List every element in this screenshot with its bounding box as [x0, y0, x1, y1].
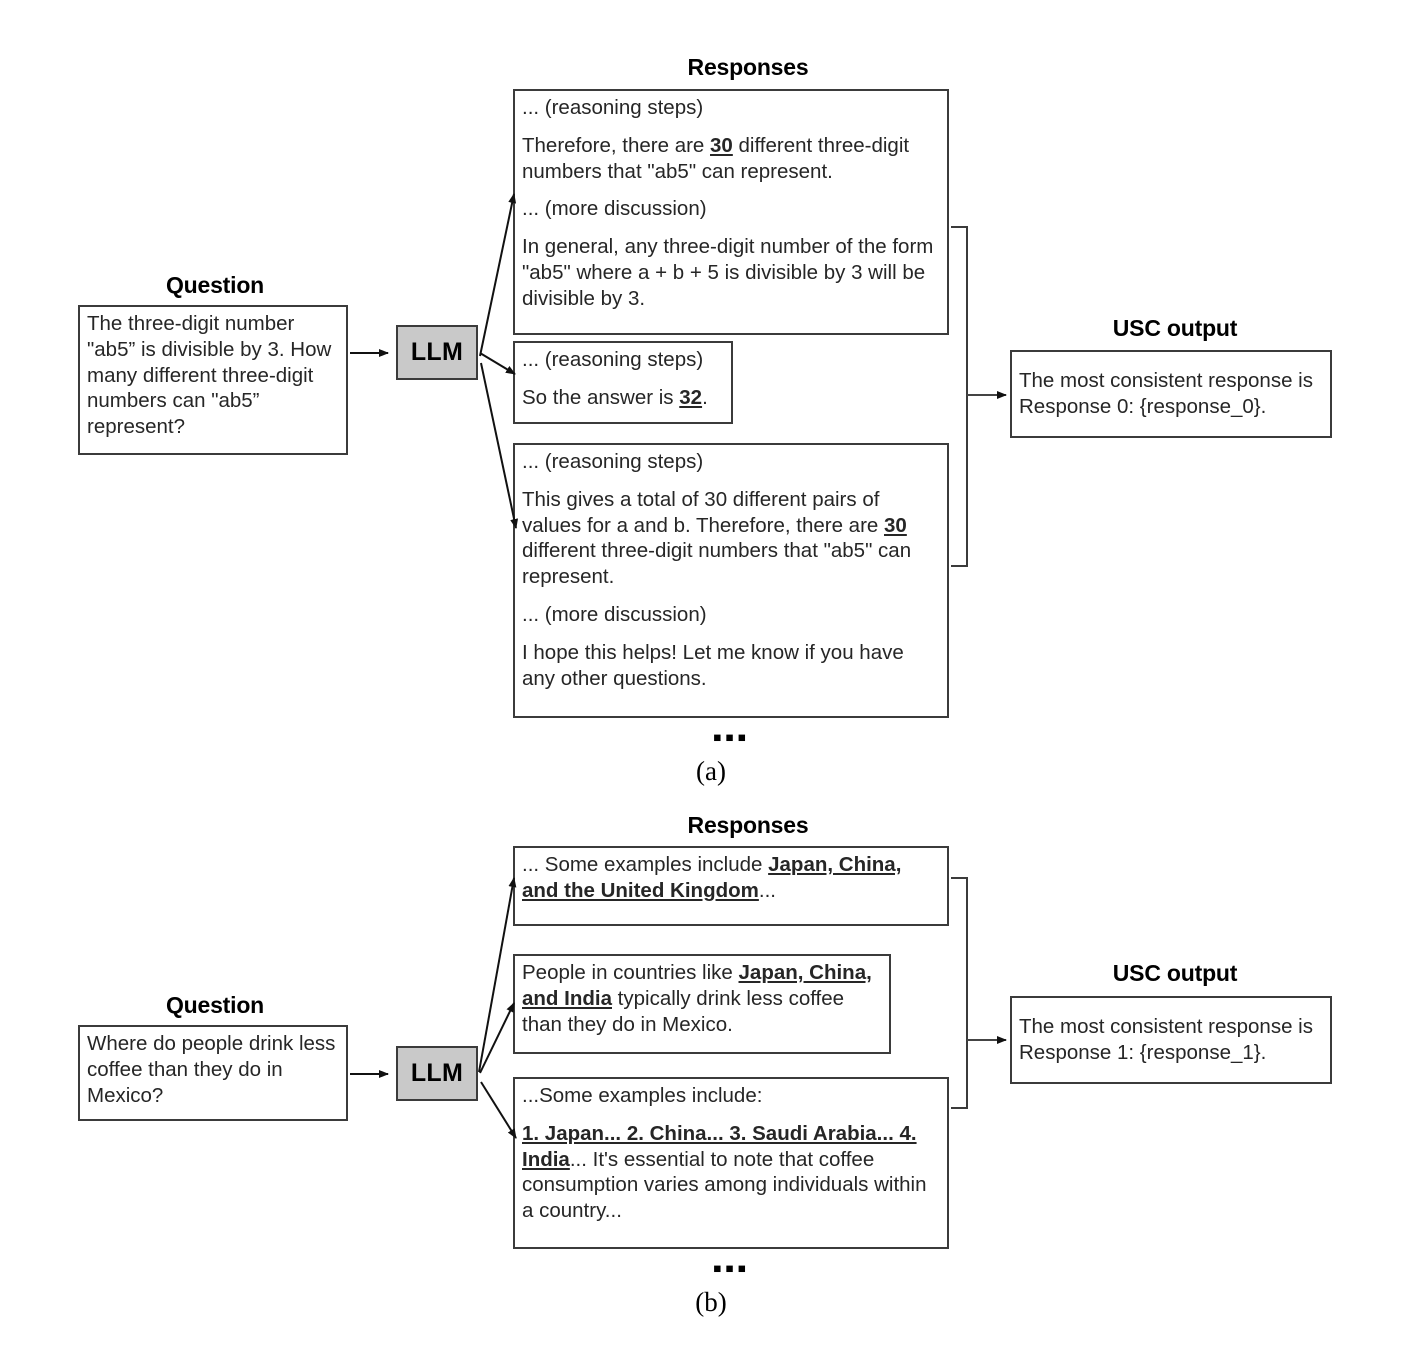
response-text: I hope this helps! Let me know if you ha… — [522, 640, 904, 690]
response-text: ... Some examples include — [522, 853, 769, 876]
llm-label-b: LLM — [410, 1059, 464, 1087]
bracket-responses-a — [951, 226, 968, 567]
llm-box-b: LLM — [396, 1046, 478, 1101]
response-paragraph: ... (more discussion) — [522, 602, 941, 628]
response-text: ... (more discussion) — [522, 603, 707, 627]
response-text: ...Some examples include: — [522, 1084, 763, 1107]
response-box-2-a: ... (reasoning steps) This gives a total … — [513, 443, 949, 718]
response-text: In general, any three-digit number of th… — [522, 235, 934, 310]
response-paragraph: I hope this helps! Let me know if you ha… — [522, 640, 941, 692]
usc-output-text-b: The most consistent response is Response… — [1019, 1015, 1313, 1064]
llm-label-a: LLM — [410, 338, 464, 366]
response-text: This gives a total of 30 different pairs… — [522, 487, 885, 537]
response-paragraph: ... (reasoning steps) — [522, 449, 941, 475]
question-text-a: The three-digit number "ab5” is divisibl… — [87, 312, 332, 439]
arrow-llm-to-response-2-b — [480, 1081, 517, 1139]
response-text: People in countries like — [522, 961, 739, 984]
usc-heading-a: USC output — [1112, 315, 1238, 341]
highlighted-answer: Japan, China, and India — [522, 961, 872, 1010]
response-text: ... (reasoning steps) — [522, 96, 704, 119]
response-text: different three-digit numbers that "ab5"… — [522, 539, 912, 589]
responses-heading-a: Responses — [687, 54, 809, 80]
response-text: ... (reasoning steps) — [522, 348, 704, 371]
response-paragraph: People in countries like Japan, China, a… — [522, 960, 883, 1037]
usc-output-text-a: The most consistent response is Response… — [1019, 369, 1313, 418]
response-text: different three-digit numbers that "ab5"… — [522, 133, 910, 183]
response-text: ... (reasoning steps) — [522, 450, 704, 473]
response-text: ... — [758, 878, 776, 902]
response-box-0-b: ... Some examples include Japan, China, … — [513, 846, 949, 926]
response-text: ... It's essential to note that coffee c… — [522, 1147, 927, 1223]
response-paragraph: ... (more discussion) — [522, 196, 941, 222]
panel-b: Responses ... Some examples include Japa… — [0, 800, 1422, 1354]
response-text: typically drink less coffee than they do… — [522, 986, 845, 1036]
response-paragraph: ...Some examples include: — [522, 1083, 941, 1109]
response-box-2-b: ...Some examples include: 1. Japan... 2. … — [513, 1077, 949, 1249]
panel-a: Responses ... (reasoning steps) Therefore… — [78, 54, 1332, 786]
response-paragraph: ... (reasoning steps) — [522, 95, 941, 121]
response-paragraph: 1. Japan... 2. China... 3. Saudi Arabia.… — [522, 1121, 941, 1224]
response-text: So the answer is — [522, 385, 680, 409]
arrow-llm-to-response-1-b — [479, 1002, 515, 1074]
response-paragraph: Therefore, there are 30 different three-… — [522, 133, 941, 185]
highlighted-answer: 32 — [679, 385, 703, 409]
bracket-responses-b — [951, 877, 968, 1109]
response-paragraph: In general, any three-digit number of th… — [522, 234, 941, 311]
highlighted-answer: 30 — [710, 133, 733, 157]
response-box-0-a: ... (reasoning steps) Therefore, there ar… — [513, 89, 949, 335]
response-box-1-a: ... (reasoning steps) So the answer is 32… — [513, 341, 733, 424]
highlighted-answer: Japan, China, and the United Kingdom — [522, 853, 902, 902]
usc-heading-b: USC output — [1112, 960, 1238, 986]
response-box-1-b: People in countries like Japan, China, a… — [513, 954, 891, 1054]
response-paragraph: This gives a total of 30 different pairs… — [522, 487, 941, 590]
highlighted-answer: 30 — [884, 513, 907, 537]
panel-caption-a: (a) — [696, 756, 726, 786]
arrow-llm-to-response-0-b — [478, 877, 517, 1073]
question-box-a: The three-digit number "ab5” is divisibl… — [78, 305, 348, 455]
response-paragraph: ... (reasoning steps) — [522, 347, 725, 373]
arrow-llm-to-response-2-a — [480, 362, 519, 529]
question-box-b: Where do people drink less coffee than t… — [78, 1025, 348, 1121]
arrow-llm-to-response-1-a — [479, 352, 516, 375]
llm-box-a: LLM — [396, 325, 478, 380]
response-text: Therefore, there are — [522, 133, 711, 157]
question-heading-b: Question — [165, 992, 265, 1018]
usc-output-box-b: The most consistent response is Response… — [1010, 996, 1332, 1084]
question-text-b: Where do people drink less coffee than t… — [87, 1032, 336, 1107]
arrow-llm-to-response-0-a — [479, 193, 517, 357]
responses-ellipsis-a: ▪▪▪ — [712, 722, 750, 752]
response-paragraph: ... Some examples include Japan, China, … — [522, 852, 941, 904]
responses-heading-b: Responses — [687, 812, 809, 838]
highlighted-answer: 1. Japan... 2. China... 3. Saudi Arabia.… — [522, 1121, 917, 1171]
usc-output-box-a: The most consistent response is Response… — [1010, 350, 1332, 438]
response-paragraph: So the answer is 32. — [522, 385, 725, 411]
panel-caption-b: (b) — [695, 1287, 727, 1317]
question-heading-a: Question — [165, 272, 265, 298]
responses-ellipsis-b: ▪▪▪ — [712, 1253, 750, 1283]
response-text: . — [702, 385, 708, 409]
response-text: ... (more discussion) — [522, 197, 707, 221]
